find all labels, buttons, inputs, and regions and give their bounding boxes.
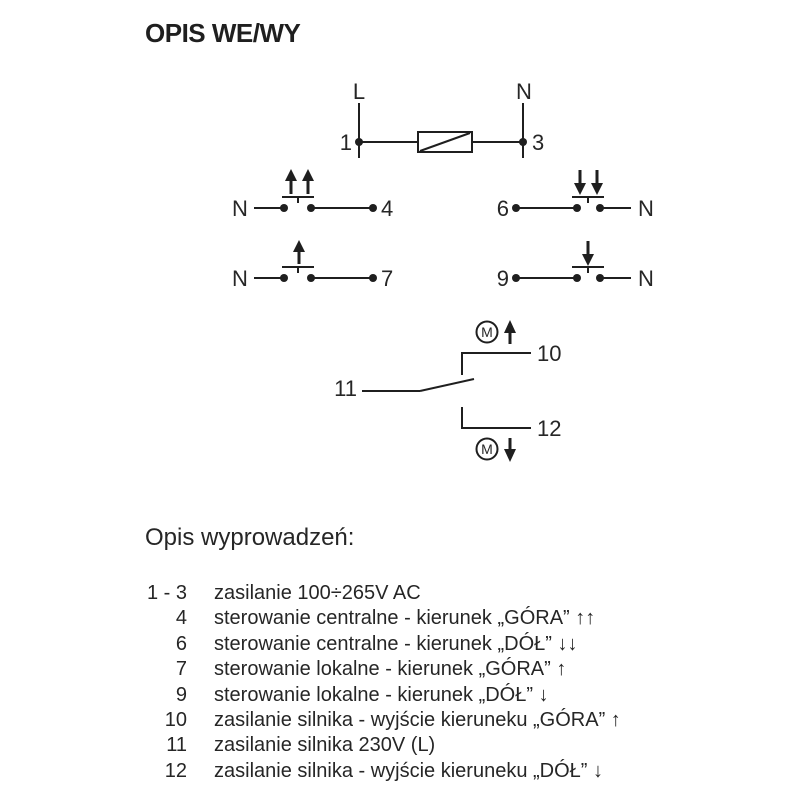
- pin-row: 1 - 3 zasilanie 100÷265V AC: [145, 582, 765, 607]
- terminal-10-label: 10: [537, 341, 561, 366]
- power-input-section: L N 1 3: [340, 79, 544, 158]
- pin-row: 7 sterowanie lokalne - kierunek „GÓRA” ↑: [145, 658, 765, 683]
- up-arrow-icon: [504, 320, 516, 333]
- terminal-12-label: 12: [537, 416, 561, 441]
- pin-row: 4 sterowanie centralne - kierunek „GÓRA”…: [145, 607, 765, 632]
- pin-description: sterowanie lokalne - kierunek „DÓŁ” ↓: [214, 683, 549, 706]
- up-arrow-icon: [302, 169, 314, 181]
- button-row-7: N 7: [232, 240, 393, 291]
- contact-dot: [280, 274, 288, 282]
- terminal-6-label: 6: [497, 196, 509, 221]
- button-row-9: 9 N: [497, 241, 654, 291]
- motor-up-icon: [475, 320, 499, 344]
- contact-dot: [280, 204, 288, 212]
- down-arrow-icon: [582, 254, 594, 266]
- pin-description: zasilanie silnika 230V (L): [214, 734, 436, 757]
- terminal-4-label: 4: [381, 196, 393, 221]
- pin-number: 7: [175, 658, 187, 681]
- pin-description: sterowanie centralne - kierunek „GÓRA” ↑…: [214, 607, 596, 630]
- pin-number: 1 - 3: [146, 582, 187, 604]
- button-row-6: 6 N: [497, 170, 654, 221]
- up-arrow-icon: [285, 169, 297, 181]
- terminal-1-label: 1: [340, 130, 352, 155]
- switch-blade: [419, 378, 475, 392]
- terminal-11-label: 11: [334, 376, 357, 401]
- neutral-row6-label: N: [638, 196, 654, 221]
- terminal-9-label: 9: [497, 266, 509, 291]
- down-arrow-icon: [504, 449, 516, 462]
- terminal-3-label: 3: [532, 130, 544, 155]
- pin-number: 4: [175, 607, 187, 630]
- section-heading: Opis wyprowadzeń:: [145, 524, 355, 551]
- pin-number: 10: [164, 708, 187, 731]
- motor-down-icon: [475, 437, 499, 461]
- pin-description: zasilanie silnika - wyjście kieruneku „G…: [214, 708, 621, 731]
- neutral-top-label: N: [516, 79, 532, 104]
- contact-dot: [573, 204, 581, 212]
- pin-description: sterowanie lokalne - kierunek „GÓRA” ↑: [214, 658, 567, 681]
- pin-number: 12: [164, 759, 187, 782]
- button-row-4: N 4: [232, 169, 393, 221]
- motor-up-letter: M: [481, 324, 493, 340]
- wiring-diagram: L N 1 3 N 4: [232, 79, 654, 462]
- terminal-dot: [369, 204, 377, 212]
- page-title: OPIS WE/WY: [145, 18, 301, 48]
- pin-number: 11: [166, 734, 187, 757]
- terminal-7-label: 7: [381, 266, 393, 291]
- terminal-dot: [369, 274, 377, 282]
- pin-list: 1 - 3 zasilanie 100÷265V AC 4 sterowanie…: [145, 582, 765, 785]
- pin-row: 11 zasilanie silnika 230V (L): [145, 734, 765, 759]
- neutral-row7-label: N: [232, 266, 248, 291]
- neutral-row4-label: N: [232, 196, 248, 221]
- down-arrow-icon: [591, 183, 603, 195]
- pin-description: sterowanie centralne - kierunek „DÓŁ” ↓↓: [214, 632, 578, 655]
- relay-coil-diagonal: [419, 132, 471, 152]
- contact-dot: [573, 274, 581, 282]
- pin-row: 9 sterowanie lokalne - kierunek „DÓŁ” ↓: [145, 684, 765, 709]
- up-arrow-icon: [293, 240, 305, 252]
- motor-down-letter: M: [481, 441, 493, 457]
- terminal-dot: [355, 138, 363, 146]
- pin-row: 6 sterowanie centralne - kierunek „DÓŁ” …: [145, 633, 765, 658]
- neutral-row9-label: N: [638, 266, 654, 291]
- pin-description: zasilanie silnika - wyjście kieruneku „D…: [214, 759, 604, 782]
- pin-row: 12 zasilanie silnika - wyjście kieruneku…: [145, 760, 765, 785]
- phase-label: L: [353, 79, 365, 104]
- terminal-dot: [519, 138, 527, 146]
- pin-number: 6: [175, 632, 187, 655]
- pin-row: 10 zasilanie silnika - wyjście kieruneku…: [145, 709, 765, 734]
- motor-output-section: M 10 11 12 M: [334, 320, 561, 462]
- down-arrow-icon: [574, 183, 586, 195]
- pin-number: 9: [175, 683, 187, 706]
- pin-description: zasilanie 100÷265V AC: [214, 582, 421, 604]
